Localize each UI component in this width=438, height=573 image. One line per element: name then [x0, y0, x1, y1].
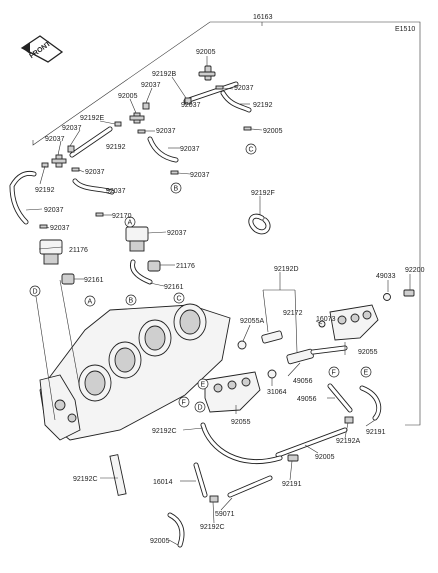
svg-text:C: C: [249, 147, 254, 154]
callout-c: C C: [173, 143, 257, 304]
clamp-fittings: [39, 65, 252, 229]
svg-text:F: F: [182, 400, 186, 407]
label-16163: 16163: [253, 14, 273, 21]
fuel-rail-group: [204, 289, 415, 413]
callout-d: D D: [29, 285, 206, 413]
sensor-group: [39, 226, 161, 285]
label-92037: 92037: [156, 128, 176, 135]
label-92192f: 92037: [44, 207, 64, 214]
label-92170: 92192F: [251, 190, 275, 197]
label-92005: 92005: [118, 93, 138, 100]
label-92055: 16073: [316, 316, 336, 323]
label-92192c: 59071: [215, 511, 235, 518]
front-direction-icon: FRONT: [20, 35, 64, 63]
label-49056: 92055: [358, 349, 378, 356]
label-92037: 92037: [62, 125, 82, 132]
label-92192a: 92005: [150, 538, 170, 545]
label-92192b: 92192B: [152, 71, 176, 78]
label-92192: 92192: [253, 102, 273, 109]
callout-e: E E: [197, 366, 372, 390]
label-31064: 49056: [293, 378, 313, 385]
label-21176: 21176: [69, 247, 88, 254]
label-92161: 92161: [84, 277, 104, 284]
part-number-labels: 16163 E1510 92005 92192B 92037 92005 920…: [35, 14, 425, 545]
svg-text:F: F: [332, 370, 336, 377]
label-59071: 92191: [282, 481, 302, 488]
label-92200: 49033: [376, 273, 396, 280]
label-92055: 31064: [267, 389, 287, 396]
label-92005: 92192C: [200, 524, 225, 531]
label-49056: 92055: [231, 419, 251, 426]
label-92191: 49056: [297, 396, 317, 403]
label-92192c: 92005: [315, 454, 335, 461]
label-92192a: 92191: [366, 429, 386, 436]
svg-text:A: A: [88, 299, 93, 306]
label-92055a: 92172: [283, 310, 303, 317]
lower-hose-group: [109, 383, 382, 548]
label-92037: 92037: [190, 172, 210, 179]
label-92037: 92192: [106, 144, 126, 151]
svg-text:D: D: [198, 405, 203, 412]
label-49033: 92192D: [274, 266, 299, 273]
label-92192e: 92192E: [80, 115, 104, 122]
svg-text:D: D: [33, 289, 38, 296]
label-e1510: E1510: [395, 26, 415, 33]
label-92037: 92005: [263, 128, 283, 135]
label-92005: 92005: [196, 49, 216, 56]
svg-text:B: B: [129, 298, 134, 305]
label-92037: 92037: [50, 225, 70, 232]
label-92192c: 92192C: [152, 428, 177, 435]
label-92172: 92200: [405, 267, 425, 274]
svg-text:B: B: [174, 186, 179, 193]
svg-text:A: A: [128, 220, 133, 227]
label-92037: 92192: [35, 187, 55, 194]
label-92005: 92037: [45, 136, 65, 143]
label-16014: 92192C: [73, 476, 98, 483]
label-92037: 92037: [234, 85, 254, 92]
label-92192: 92037: [106, 188, 126, 195]
label-92037: 92037: [85, 169, 105, 176]
svg-text:C: C: [177, 296, 182, 303]
label-92192: 92037: [180, 146, 200, 153]
label-92037: 92170: [112, 213, 132, 220]
label-92037: 92037: [141, 82, 161, 89]
label-92192d: 92161: [164, 284, 184, 291]
label-16073: 92055A: [240, 318, 264, 325]
leader-lines: [25, 56, 411, 546]
label-92161: 21176: [176, 263, 195, 270]
svg-text:E: E: [201, 382, 206, 389]
label-92005: 92192A: [336, 438, 360, 445]
svg-text:E: E: [364, 370, 369, 377]
label-92037: 92037: [181, 102, 201, 109]
throttle-body-assembly: [39, 303, 231, 441]
callout-markers: A A B B C C D D E E F F: [29, 143, 372, 413]
callout-b: B B: [125, 182, 182, 306]
assembly-bracket: [32, 21, 421, 426]
upper-hose-group: [9, 81, 271, 285]
label-92191: 16014: [153, 479, 173, 486]
callout-f: F F: [178, 366, 340, 408]
callout-a: A A: [84, 216, 136, 307]
label-21176: 92037: [167, 230, 187, 237]
